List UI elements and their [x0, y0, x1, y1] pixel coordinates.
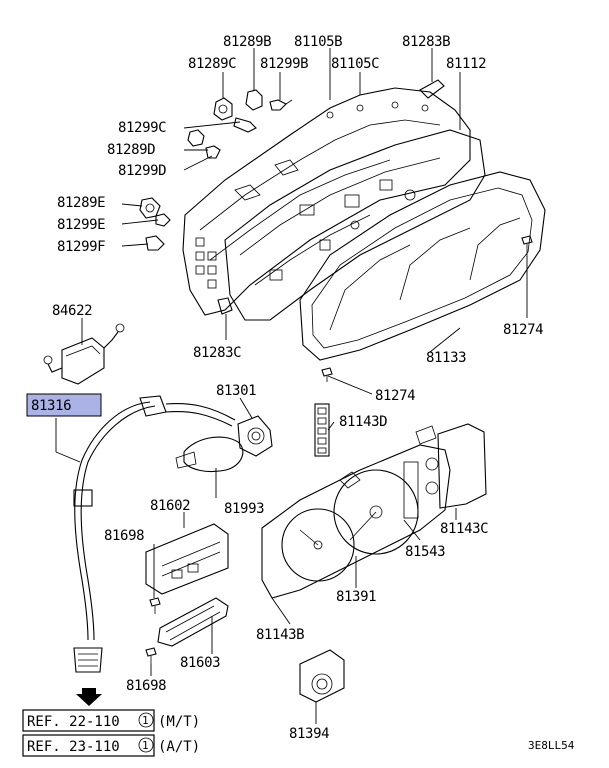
- socket-81394: [299, 649, 345, 703]
- screws-81698: [145, 597, 161, 664]
- label-81283B-top: 81283B: [402, 34, 450, 50]
- strip-81143D: [314, 403, 330, 457]
- cable-81316: [73, 395, 236, 706]
- reference-1-suffix: (M/T): [158, 714, 200, 730]
- label-81274-mid: 81274: [375, 388, 415, 404]
- case-81112: [224, 129, 486, 321]
- label-81299F: 81299F: [57, 239, 105, 255]
- label-81289B: 81289B: [223, 34, 271, 50]
- reference-1[interactable]: REF. 22-110 1 (M/T): [22, 709, 200, 732]
- part-labels: 81289B 81105B 81283B 81289C 81299B 81105…: [31, 34, 544, 742]
- label-81301: 81301: [216, 383, 256, 399]
- label-81105C: 81105C: [331, 56, 379, 72]
- label-81603: 81603: [180, 655, 220, 671]
- label-81289E: 81289E: [57, 195, 105, 211]
- highlight-81316: [26, 393, 102, 417]
- label-81274-right: 81274: [503, 322, 543, 338]
- label-81299E: 81299E: [57, 217, 105, 233]
- harness-84622: [43, 323, 125, 385]
- sensor-81301: [175, 415, 273, 473]
- label-81394: 81394: [289, 726, 329, 742]
- control-unit-81602: [145, 523, 229, 595]
- label-81391: 81391: [336, 589, 376, 605]
- label-81698-top: 81698: [104, 528, 144, 544]
- label-81133: 81133: [426, 350, 466, 366]
- back-panel-81105: [182, 87, 471, 316]
- label-81143D: 81143D: [339, 414, 387, 430]
- label-81299C: 81299C: [118, 120, 166, 136]
- label-81143C: 81143C: [440, 521, 488, 537]
- label-81283C: 81283C: [193, 345, 241, 361]
- reference-1-text: REF. 22-110: [27, 714, 120, 730]
- cover-81603: [157, 597, 229, 647]
- label-81299D: 81299D: [118, 163, 166, 179]
- reference-2-text: REF. 23-110: [27, 739, 120, 755]
- diagram-code: 3E8LL54: [528, 739, 575, 752]
- sockets-bulbs: [139, 79, 445, 315]
- label-81543: 81543: [405, 544, 445, 560]
- label-81105B: 81105B: [294, 34, 342, 50]
- label-81993: 81993: [224, 501, 264, 517]
- label-84622: 84622: [52, 303, 92, 319]
- label-81698-bottom: 81698: [126, 678, 166, 694]
- reference-2-suffix: (A/T): [158, 739, 200, 755]
- reference-2[interactable]: REF. 23-110 1 (A/T): [22, 734, 200, 757]
- reference-2-circle-number: 1: [142, 739, 149, 752]
- label-81602: 81602: [150, 498, 190, 514]
- lens-81133: [299, 171, 546, 361]
- label-81299B: 81299B: [260, 56, 308, 72]
- label-81112: 81112: [446, 56, 486, 72]
- leader-lines: [55, 48, 528, 724]
- screws-81274: [321, 235, 533, 382]
- reference-1-circle-number: 1: [142, 714, 149, 727]
- label-81143B: 81143B: [256, 627, 304, 643]
- label-81316: 81316: [31, 398, 71, 414]
- label-81289C: 81289C: [188, 56, 236, 72]
- faceplate-81143C: [415, 423, 487, 509]
- label-81289D: 81289D: [107, 142, 155, 158]
